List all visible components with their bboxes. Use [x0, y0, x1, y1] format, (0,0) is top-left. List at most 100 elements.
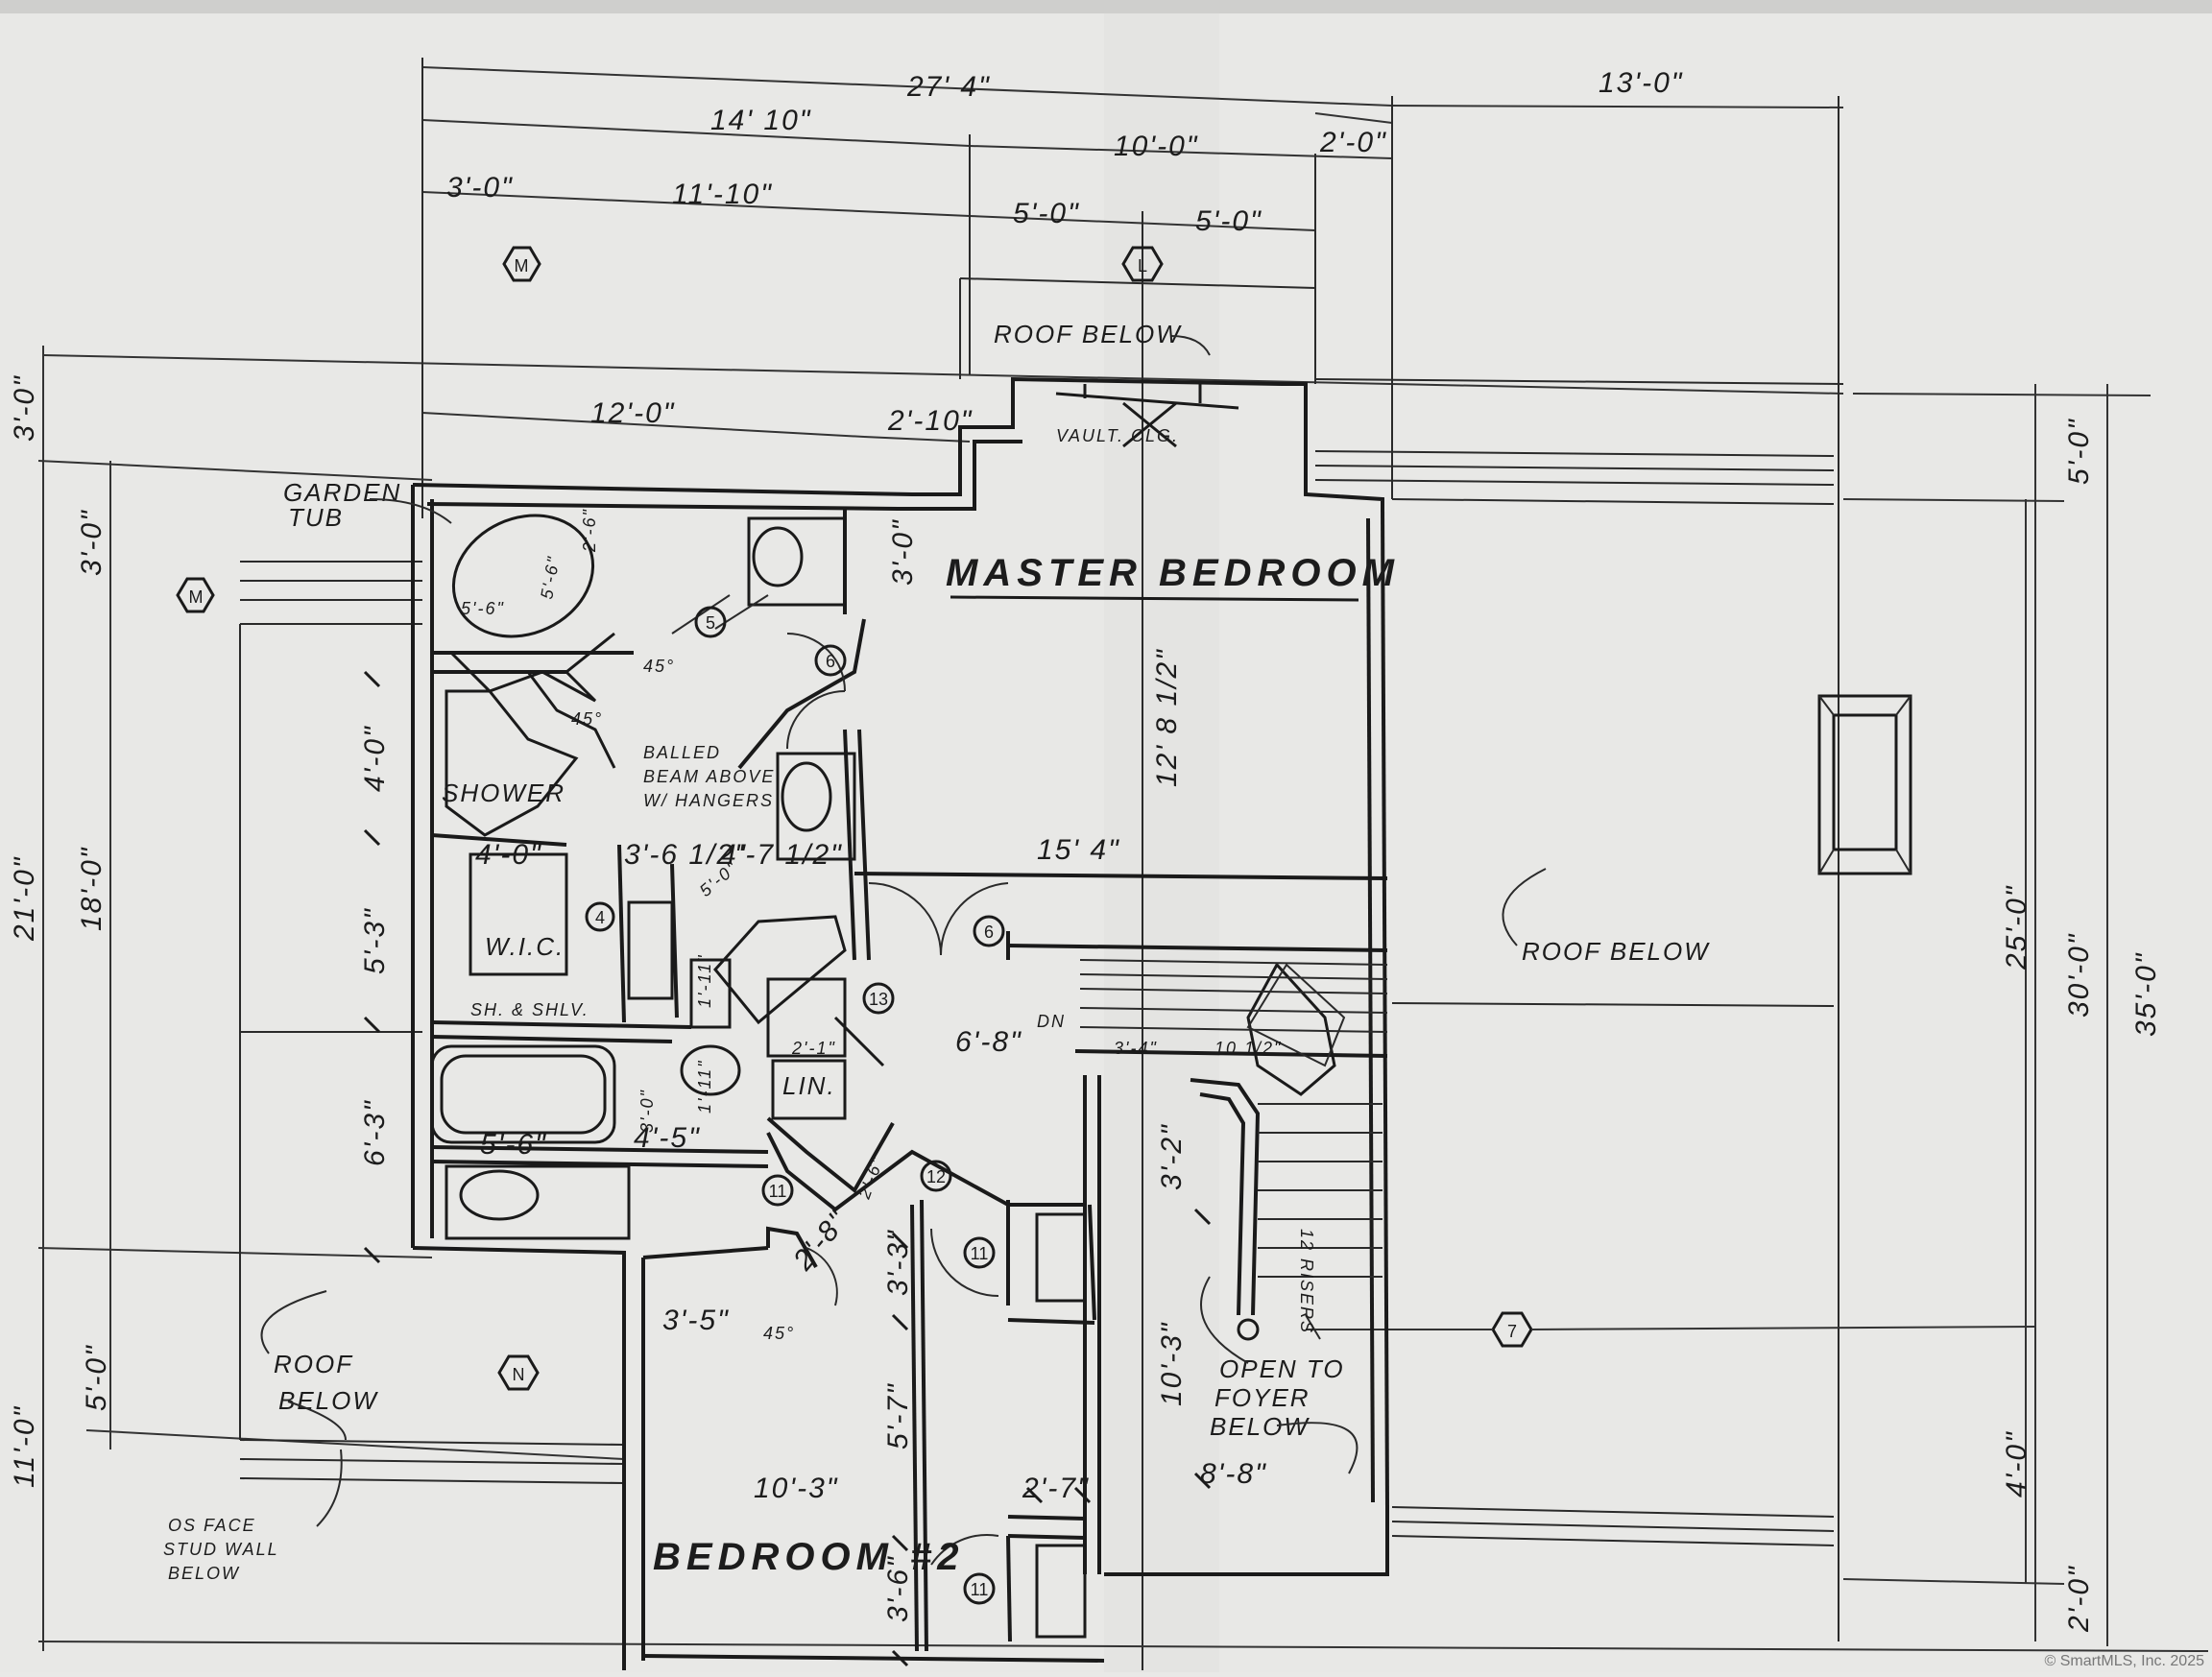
svg-text:7: 7	[1507, 1322, 1517, 1341]
dim-5-6-bath: 5'-6"	[480, 1129, 547, 1161]
label-bedroom-2: BEDROOM #2	[653, 1536, 965, 1578]
dim-45-b: 45°	[571, 709, 603, 729]
vault-ceiling-mark	[1055, 384, 1239, 448]
svg-text:L: L	[1138, 256, 1147, 276]
dim-2-1: 2'-1"	[791, 1039, 836, 1058]
label-down: DN	[1037, 1012, 1066, 1031]
label-risers: 12 RISERS	[1297, 1229, 1316, 1334]
grid-marker-m-left: M	[176, 577, 215, 613]
dim-3-2: 3'-2"	[1156, 1123, 1188, 1190]
dim-3-5: 3'-5"	[662, 1305, 730, 1336]
label-shelf: SH. & SHLV.	[470, 1000, 589, 1019]
label-garden: GARDEN	[283, 478, 401, 507]
dim-8-8: 8'-8"	[1200, 1458, 1267, 1490]
label-shower: SHOWER	[442, 779, 565, 807]
dim-left-21-0: 21'-0"	[9, 856, 40, 942]
dim-4-5: 4'-5"	[634, 1122, 701, 1154]
label-master-bedroom: MASTER BEDROOM	[946, 552, 1400, 594]
dim-right-width: 13'-0"	[1599, 67, 1683, 99]
svg-text:11: 11	[971, 1244, 989, 1263]
dim-12-8: 12' 8 1/2"	[1151, 648, 1183, 787]
doors	[671, 594, 1009, 1566]
svg-text:4: 4	[595, 908, 605, 927]
dim-2-6-tub: 2'-6"	[580, 508, 599, 553]
dim-3-4: 3'-4"	[1114, 1039, 1158, 1058]
svg-text:5: 5	[706, 613, 715, 633]
label-stud-wall: STUD WALL	[163, 1540, 279, 1559]
dim-45-c: 45°	[763, 1324, 795, 1343]
label-beam-1: BALLED	[643, 743, 721, 762]
tag-13: 13	[862, 982, 895, 1015]
exterior-walls	[411, 376, 1389, 1670]
label-below-foyer: BELOW	[1210, 1412, 1310, 1441]
tag-5: 5	[694, 606, 727, 638]
dim-6-8: 6'-8"	[955, 1026, 1022, 1058]
svg-text:N: N	[513, 1365, 525, 1384]
dim-12-0: 12'-0"	[590, 397, 675, 429]
dim-right-2-0: 2'-0"	[2063, 1565, 2095, 1633]
dim-left-11-0: 11'-0"	[9, 1405, 40, 1488]
dim-right-4-0: 4'-0"	[2001, 1430, 2032, 1497]
svg-text:M: M	[189, 587, 204, 607]
dim-1-11-b: 1'-11"	[695, 1059, 714, 1114]
dim-1-11-a: 1'-11"	[695, 953, 714, 1008]
dim-5-0-a: 5'-0"	[1013, 198, 1080, 229]
dim-right-30-0: 30'-0"	[2063, 933, 2095, 1018]
label-open-to: OPEN TO	[1219, 1354, 1345, 1383]
label-roof-left: ROOF	[274, 1350, 353, 1378]
dim-left-18-0: 18'-0"	[76, 847, 108, 931]
right-dimensions	[1842, 384, 2152, 1646]
stairs	[1079, 959, 1388, 1341]
grid-marker-l-top: L	[1121, 246, 1164, 282]
svg-text:6: 6	[984, 922, 994, 942]
dim-4-0-wic: 4'-0"	[475, 839, 542, 871]
dim-5-6-tub-a: 5'-6"	[461, 599, 505, 618]
tag-11-b: 11	[963, 1236, 996, 1269]
dim-4-0-shower: 4'-0"	[359, 725, 391, 792]
dim-total-width: 27' 4"	[906, 71, 991, 103]
dim-15-4: 15' 4"	[1037, 834, 1120, 866]
dim-10-half: 10 1/2"	[1214, 1039, 1282, 1058]
roof-outline	[239, 277, 1844, 1546]
top-dimensions	[42, 58, 1844, 1670]
label-foyer: FOYER	[1214, 1383, 1310, 1412]
dim-6-3: 6'-3"	[359, 1099, 391, 1166]
note-arrows	[260, 335, 1547, 1527]
label-roof-below-top: ROOF BELOW	[994, 320, 1182, 348]
label-vault-ceiling: VAULT. CLG.	[1056, 426, 1179, 445]
paper-fold	[1104, 0, 1219, 1672]
tag-12: 12	[920, 1160, 952, 1192]
dim-11-10: 11'-10"	[672, 179, 773, 210]
dim-3-0-top: 3'-0"	[446, 172, 514, 204]
tag-4: 4	[585, 901, 615, 932]
label-linen: LIN.	[782, 1071, 836, 1100]
dim-10-0: 10'-0"	[1114, 131, 1198, 162]
dimension-ticks	[363, 670, 1212, 1667]
svg-text:6: 6	[826, 652, 835, 671]
dim-3-6: 3'-6 1/2"	[624, 839, 747, 871]
dim-2-7: 2'-7"	[1022, 1473, 1090, 1504]
label-tub: TUB	[288, 503, 344, 532]
dim-3-6-closet: 3'-6"	[882, 1555, 914, 1622]
label-roof-below-right: ROOF BELOW	[1522, 937, 1710, 966]
dim-4-7: 4'-7 1/2"	[720, 839, 843, 871]
svg-text:11: 11	[769, 1182, 787, 1201]
label-below-left: BELOW	[278, 1386, 378, 1415]
dim-left-5-0: 5'-0"	[81, 1344, 112, 1411]
dim-45-a: 45°	[643, 657, 675, 676]
dim-3-0-vanity: 3'-0"	[887, 518, 919, 586]
dim-2-10: 2'-10"	[887, 405, 973, 437]
dim-5-7: 5'-7"	[882, 1382, 914, 1449]
dim-right-25-0: 25'-0"	[2001, 885, 2032, 970]
dim-10-3-bedroom: 10'-3"	[754, 1473, 838, 1504]
dim-left-3-0: 3'-0"	[76, 509, 108, 576]
dim-right-35-0: 35'-0"	[2130, 952, 2162, 1037]
grid-marker-n-bottom: N	[497, 1354, 540, 1391]
label-below-stud: BELOW	[168, 1564, 240, 1583]
label-beam-3: W/ HANGERS	[643, 791, 774, 810]
label-beam-2: BEAM ABOVE	[643, 767, 775, 786]
grid-marker-m-top: M	[502, 246, 541, 282]
dim-10-3-stair: 10'-3"	[1156, 1322, 1188, 1406]
label-os-face: OS FACE	[168, 1516, 256, 1535]
dim-2-0-top: 2'-0"	[1319, 127, 1387, 158]
